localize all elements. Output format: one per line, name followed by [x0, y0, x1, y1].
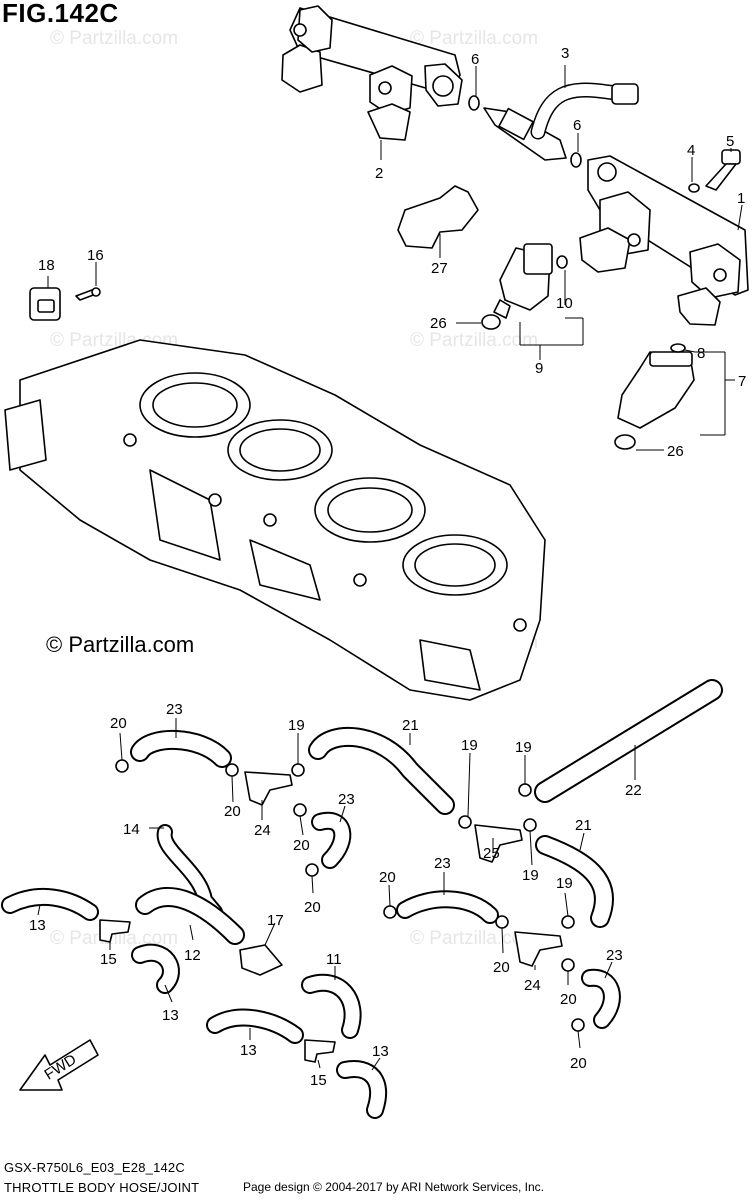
callout-20: 20: [493, 959, 510, 976]
callout-12: 12: [184, 947, 201, 964]
fuel-hose-3-inner: [532, 84, 632, 138]
callout-20: 20: [110, 715, 127, 732]
hose-clips: [115, 759, 585, 1032]
callout-19: 19: [556, 875, 573, 892]
figure-title: FIG.142C: [2, 0, 119, 28]
callout-15: 15: [100, 951, 117, 968]
callout-24: 24: [254, 822, 271, 839]
washer-4: [688, 183, 700, 193]
callout-7: 7: [738, 373, 746, 390]
bolt-5: [705, 149, 741, 191]
callout-20: 20: [379, 869, 396, 886]
fuel-injector-9: [493, 243, 553, 319]
callout-13: 13: [240, 1042, 257, 1059]
callout-25: 25: [483, 845, 500, 862]
callout-16: 16: [87, 247, 104, 264]
callout-26: 26: [667, 443, 684, 460]
o-ring-10: [556, 255, 568, 269]
watermark: © Partzilla.com: [410, 928, 539, 949]
o-ring-6: [468, 95, 480, 111]
joint-pipe: [483, 107, 567, 161]
fuel-injector-7: [617, 351, 695, 429]
watermark: © Partzilla.com: [50, 928, 179, 949]
callout-21: 21: [575, 817, 592, 834]
joint-15: [99, 919, 131, 943]
callout-19: 19: [288, 717, 305, 734]
callout-13: 13: [29, 917, 46, 934]
cushion-26: [614, 434, 636, 450]
fuel-delivery-pipe-lower: [579, 155, 749, 326]
callout-18: 18: [38, 257, 55, 274]
callout-11: 11: [326, 951, 342, 968]
callout-17: 17: [267, 912, 284, 929]
callout-4: 4: [687, 142, 695, 159]
diagram-subtitle: THROTTLE BODY HOSE/JOINT: [4, 1180, 200, 1195]
callout-8: 8: [697, 345, 705, 362]
clamp-27: [397, 185, 479, 249]
callout-26: 26: [430, 315, 447, 332]
callout-19: 19: [461, 737, 478, 754]
sensor-18: [29, 287, 61, 321]
callout-23: 23: [434, 855, 451, 872]
callout-22: 22: [625, 782, 642, 799]
callout-5: 5: [726, 133, 734, 150]
callout-6: 6: [471, 51, 479, 68]
callout-14: 14: [123, 821, 140, 838]
watermark: © Partzilla.com: [50, 28, 179, 49]
throttle-body: [4, 339, 546, 701]
callout-9: 9: [535, 360, 543, 377]
callout-1: 1: [737, 190, 745, 207]
callouts: 2 3 6 6 4 5 1 27 10 26 9 8 7 26 18 16 20…: [29, 45, 746, 1089]
callout-21: 21: [402, 717, 419, 734]
callout-13: 13: [162, 1007, 179, 1024]
callout-20: 20: [570, 1055, 587, 1072]
partzilla-credit: © Partzilla.com: [46, 632, 195, 657]
fwd-arrow: FWD: [19, 1039, 99, 1091]
callout-24: 24: [524, 977, 541, 994]
joint-24: [244, 771, 293, 806]
callout-19: 19: [515, 739, 532, 756]
o-ring-8: [670, 343, 686, 353]
callout-20: 20: [304, 899, 321, 916]
o-ring-6: [570, 152, 582, 168]
model-code: GSX-R750L6_E03_E28_142C: [4, 1160, 185, 1175]
cushion-26: [481, 314, 501, 330]
watermark: © Partzilla.com: [410, 28, 539, 49]
callout-20: 20: [224, 803, 241, 820]
leader-lines: [37, 65, 743, 1071]
callout-19: 19: [522, 867, 539, 884]
fuel-delivery-pipe-upper: [281, 5, 463, 141]
callout-20: 20: [560, 991, 577, 1008]
callout-13: 13: [372, 1043, 389, 1060]
page-design-credit: Page design © 2004-2017 by ARI Network S…: [243, 1180, 545, 1194]
callout-15: 15: [310, 1072, 327, 1089]
callout-6: 6: [573, 117, 581, 134]
callout-2: 2: [375, 165, 383, 182]
joint-24: [514, 931, 563, 967]
callout-3: 3: [561, 45, 569, 62]
callout-10: 10: [556, 295, 573, 312]
callout-23: 23: [338, 791, 355, 808]
watermark: © Partzilla.com: [410, 330, 539, 351]
callout-23: 23: [606, 947, 623, 964]
callout-20: 20: [293, 837, 310, 854]
joint-25: [474, 824, 523, 863]
callout-27: 27: [431, 260, 448, 277]
joint-15: [304, 1039, 336, 1063]
joint-17: [239, 944, 283, 976]
callout-23: 23: [166, 701, 183, 718]
